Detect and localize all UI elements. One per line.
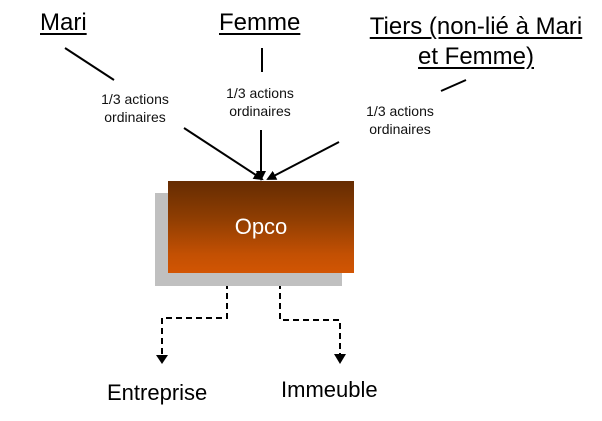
femme-share-line2: ordinaires [229, 103, 291, 119]
owner-mari: Mari [40, 9, 87, 36]
femme-share-label: 1/3 actions ordinaires [205, 84, 315, 120]
mari-share-label: 1/3 actions ordinaires [80, 90, 190, 126]
mari-share-line1: 1/3 actions [101, 91, 169, 107]
owner-tiers: Tiers (non-lié à Mari et Femme) [348, 13, 602, 71]
tiers-share-label: 1/3 actions ordinaires [345, 102, 455, 138]
company-box-opco: Opco [168, 181, 354, 273]
owner-tiers-line1: Tiers (non-lié à Mari [369, 13, 583, 40]
immeuble-dashed-connector [279, 273, 341, 354]
subsidiary-immeuble: Immeuble [281, 377, 378, 402]
tiers-share-line1: 1/3 actions [366, 103, 434, 119]
mari-share-line2: ordinaires [104, 109, 166, 125]
subsidiary-entreprise: Entreprise [107, 380, 208, 405]
mari-arrow [183, 127, 264, 181]
tiers-arrow [266, 141, 340, 180]
mari-line-upper [64, 47, 115, 81]
owner-femme: Femme [219, 9, 301, 36]
entreprise-arrowhead [156, 355, 168, 364]
owner-tiers-line2: et Femme) [417, 43, 534, 70]
tiers-share-line2: ordinaires [369, 121, 431, 137]
tiers-line-upper [440, 79, 467, 92]
company-name: Opco [234, 214, 288, 239]
femme-share-line1: 1/3 actions [226, 85, 294, 101]
immeuble-arrowhead [334, 354, 346, 364]
entreprise-dashed-connector [161, 273, 228, 355]
